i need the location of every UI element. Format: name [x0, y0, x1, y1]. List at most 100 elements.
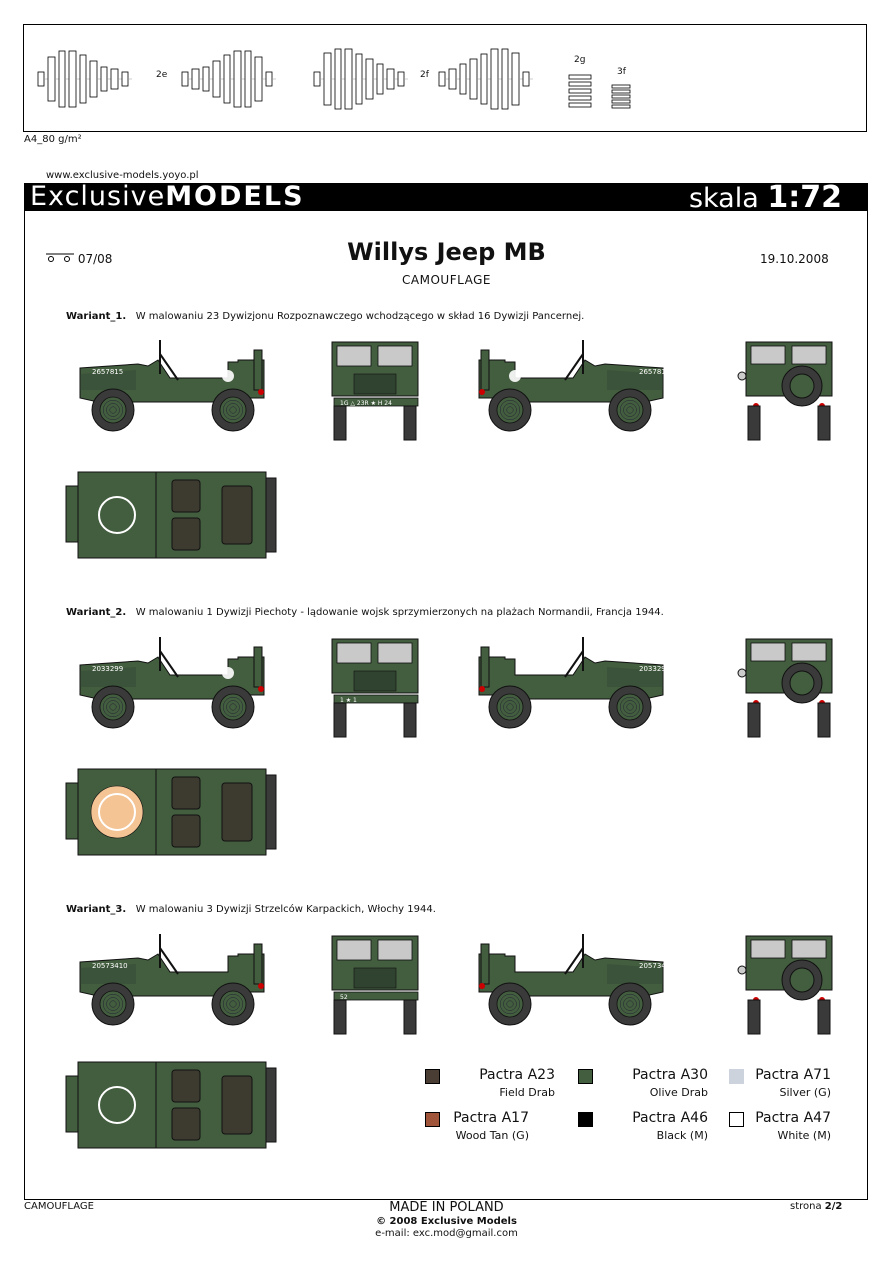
variant-1-caption: Wariant_1. W malowaniu 23 Dywizjonu Rozp… [66, 311, 585, 322]
brand-banner: ExclusiveMODELS skala 1:72 [24, 180, 868, 215]
jeep-body [478, 656, 664, 700]
rear-window-right [791, 345, 827, 365]
jeep-body [478, 953, 664, 997]
wheel-ring [222, 696, 244, 718]
doc-title: Willys Jeep MB [347, 238, 546, 266]
wheel-ring [226, 403, 240, 417]
parts-strip-drawing [37, 48, 631, 110]
jeep-hood-shade [607, 667, 663, 687]
side-serial: 2033299 [92, 665, 123, 673]
paint-chip [425, 1069, 440, 1084]
steering-wheel [564, 353, 584, 381]
wheel-ring [626, 406, 634, 414]
spare-rim [789, 967, 815, 993]
footer-page-number: strona 2/2 [790, 1201, 843, 1212]
spare-mount [253, 943, 263, 985]
windshield-right [377, 642, 413, 664]
part-label-3f: 3f [617, 67, 626, 77]
grille [353, 670, 397, 692]
wheel-ring [222, 993, 244, 1015]
variant-3-caption: Wariant_3. W malowaniu 3 Dywizji Strzelc… [66, 904, 436, 915]
wheel-ring [109, 1000, 117, 1008]
tail-light [479, 389, 485, 395]
part-strip [568, 81, 592, 87]
wheel-ring [106, 403, 120, 417]
wheel-ring [506, 1000, 514, 1008]
wheel-ring [626, 1000, 634, 1008]
side-serial: 2657815 [639, 368, 670, 376]
rear-window-left [750, 939, 786, 959]
part-strip [568, 95, 592, 101]
bumper [333, 991, 419, 1001]
windshield-right [377, 345, 413, 367]
jeep-side-view: 2657815 [79, 340, 265, 403]
wheel-ring [102, 993, 124, 1015]
grille [353, 373, 397, 395]
spare-rim [789, 670, 815, 696]
main-sheet [24, 211, 868, 1200]
part-strip [611, 94, 631, 99]
paint-chip [729, 1069, 744, 1084]
jeep-hood-top [77, 471, 157, 559]
wheel-ring [623, 403, 637, 417]
wheel-rim [99, 693, 127, 721]
jeep-hood-top [77, 1061, 157, 1149]
part-strip [611, 84, 631, 89]
star-marking [222, 370, 234, 382]
wheel-ring [623, 997, 637, 1011]
wheel-ring [626, 703, 634, 711]
jeep-side-view: 2657815 [478, 340, 670, 403]
hood-star-ring [98, 496, 136, 534]
seat-front-right [171, 1107, 201, 1141]
wheel-ring [503, 700, 517, 714]
rear-window-right [791, 642, 827, 662]
wheel-ring [506, 406, 514, 414]
spare-mount [253, 349, 263, 391]
front-tire-left [333, 999, 347, 1035]
rear-window-right [791, 939, 827, 959]
spare-mount [253, 646, 263, 688]
front-bumper-top [65, 485, 79, 543]
jeep-side-view: 2033299 [79, 637, 265, 700]
paint-chip [578, 1112, 593, 1127]
tail-light [258, 389, 264, 395]
spare-top [265, 774, 277, 850]
hood-star-ring [98, 1086, 136, 1124]
wheel-rim [496, 990, 524, 1018]
side-serial: 2033299 [639, 665, 670, 673]
wheel-ring [102, 696, 124, 718]
wheel-rim [496, 693, 524, 721]
jeep-body [79, 953, 265, 997]
jerrycan-cap [737, 965, 747, 975]
brand-logo: ExclusiveMODELS [30, 181, 305, 212]
wheel-rim [616, 693, 644, 721]
front-tire-right [403, 405, 417, 441]
rear-tire-right [817, 405, 831, 441]
part-strip [611, 104, 631, 109]
steering-wheel [564, 947, 584, 975]
wheel-ring [503, 997, 517, 1011]
wheel-ring [109, 703, 117, 711]
rear-tire-left [747, 999, 761, 1035]
footer-made-in: MADE IN POLAND [389, 1200, 504, 1215]
wheel-rim [616, 990, 644, 1018]
part-strip [611, 89, 631, 94]
jeep-side-view: 20573410 [79, 934, 265, 997]
wheel-rim [99, 396, 127, 424]
seat-front-right [171, 517, 201, 551]
wheel-ring [503, 403, 517, 417]
steering-wheel [159, 947, 179, 975]
spare-rim [789, 373, 815, 399]
side-serial: 20573410 [639, 962, 675, 970]
jeep-hood-shade [607, 370, 663, 390]
footer-section-label: CAMOUFLAGE [24, 1201, 94, 1212]
rear-tire-right [817, 999, 831, 1035]
footer-email: e-mail: exc.mod@gmail.com [375, 1228, 518, 1239]
part-label-2f: 2f [420, 70, 429, 80]
paint-chip [729, 1112, 744, 1127]
windshield-left [336, 642, 372, 664]
wheel-rim [219, 396, 247, 424]
seat-rear [221, 485, 253, 545]
bumper [333, 397, 419, 407]
steering-wheel [159, 353, 179, 381]
